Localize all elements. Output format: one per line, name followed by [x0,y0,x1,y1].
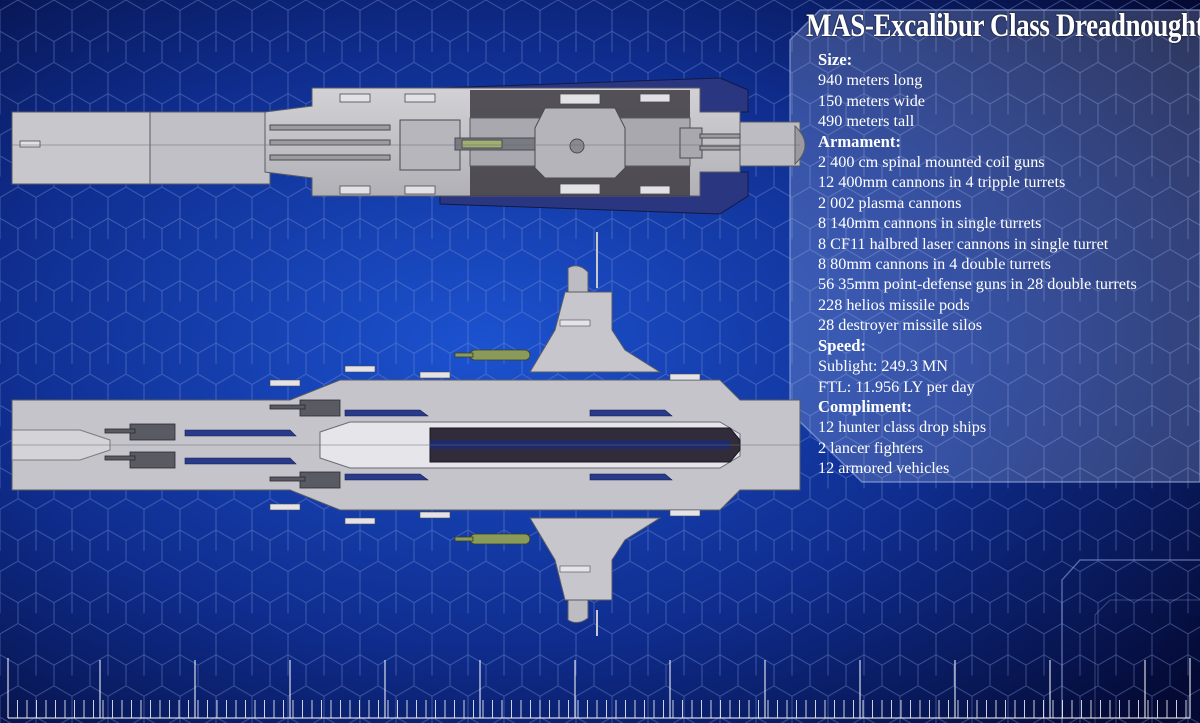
spec-line: 8 140mm cannons in single turrets [818,214,1042,233]
spec-line: 940 meters long [818,71,923,90]
ship-side-view [11,232,801,636]
spec-heading-armament: Armament: [818,131,901,151]
spec-heading-speed: Speed: [818,335,866,355]
spec-line: 28 destroyer missile silos [818,316,983,335]
spec-line: 490 meters tall [818,112,915,131]
spec-line: 2 002 plasma cannons [818,193,962,212]
spec-sheet: Size: 940 meters long 150 meters wide 49… [818,50,1198,479]
info-panel [789,9,1200,483]
spec-heading-size: Size: [818,50,853,69]
panel-frame-line-2 [1094,599,1200,723]
spec-line: 2 lancer fighters [818,438,924,457]
spec-line: 12 hunter class drop ships [818,418,987,437]
spec-line: 228 helios missile pods [818,295,970,314]
spec-line: FTL: 11.956 LY per day [818,377,975,396]
spec-line: 150 meters wide [818,91,925,110]
top-bow-block [11,111,153,185]
spec-line: 56 35mm point-defense guns in 28 double … [818,275,1137,294]
scale-ruler [7,658,1191,719]
spec-heading-compliment: Compliment: [818,396,913,416]
scale-ruler-minor-ticks [7,700,1187,718]
spec-line: Sublight: 249.3 MN [818,357,948,376]
top-mid-spine [149,111,271,185]
spec-line: 8 CF11 halbred laser cannons in single t… [818,234,1109,253]
side-lower-tower [529,517,662,601]
panel-frame-line [1061,559,1200,723]
spec-line: 12 400mm cannons in 4 tripple turrets [818,173,1066,192]
spec-line: 8 80mm cannons in 4 double turrets [818,255,1051,274]
side-upper-tower [529,291,662,373]
spec-line: 12 armored vehicles [818,459,950,478]
page-title: MAS-Excalibur Class Dreadnought [806,8,1200,44]
spec-line: 2 400 cm spinal mounted coil guns [818,153,1045,172]
top-stern-block [739,121,801,167]
ship-top-view [11,77,806,215]
